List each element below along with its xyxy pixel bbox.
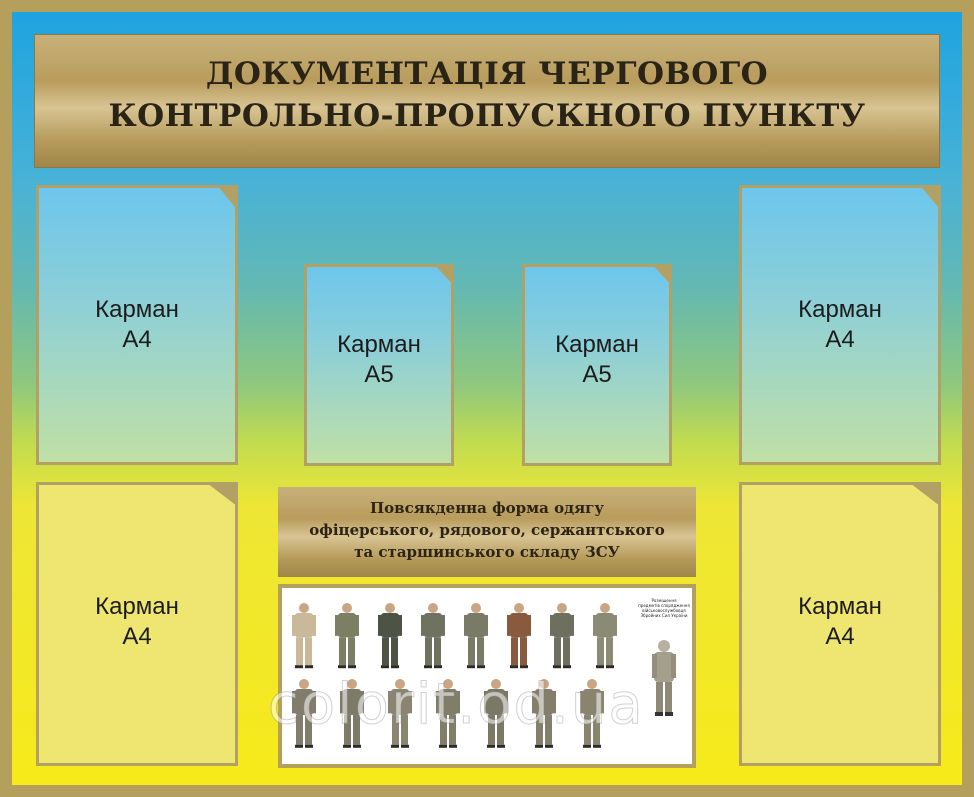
pocket-label: Карман — [555, 331, 639, 358]
pocket-label: Карман — [95, 593, 179, 620]
uniform-heading-line-2: офіцерського, рядового, сержантського — [309, 521, 665, 539]
svg-text:Розміщення: Розміщення — [652, 598, 678, 603]
svg-text:Збройних Сил України: Збройних Сил України — [641, 613, 688, 618]
svg-text:військовослужбовця: військовослужбовця — [642, 608, 686, 613]
title-plate: ДОКУМЕНТАЦІЯ ЧЕРГОВОГО КОНТРОЛЬНО-ПРОПУС… — [34, 34, 940, 168]
uniform-poster: Розміщення предметів спорядження військо… — [278, 584, 696, 768]
pocket-size: А4 — [825, 623, 855, 650]
pocket-size: А5 — [364, 361, 394, 388]
armor-figure — [652, 640, 676, 716]
svg-text:предметів спорядження: предметів спорядження — [638, 603, 690, 608]
uniform-figure — [436, 679, 460, 748]
uniform-heading-line-1: Повсякденна форма одягу — [370, 499, 604, 517]
pocket-size: А4 — [122, 623, 152, 650]
pocket-label: Карман — [798, 296, 882, 323]
uniform-figure — [507, 603, 531, 669]
pocket-label: Карман — [95, 296, 179, 323]
uniform-poster-image: Розміщення предметів спорядження військо… — [282, 588, 692, 764]
uniform-figure — [292, 603, 316, 669]
pocket-size: А4 — [825, 326, 855, 353]
pocket-a4-bottom-left[interactable]: Карман А4 — [36, 482, 238, 766]
uniform-figure — [593, 603, 617, 669]
pocket-a4-top-left[interactable]: Карман А4 — [36, 185, 238, 465]
uniform-figures-illustration: Розміщення предметів спорядження військо… — [292, 598, 690, 748]
pocket-a4-top-right[interactable]: Карман А4 — [739, 185, 941, 465]
title-line-1: ДОКУМЕНТАЦІЯ ЧЕРГОВОГО — [205, 56, 769, 92]
uniform-figure — [580, 679, 604, 748]
uniform-figure — [550, 603, 574, 669]
uniform-heading-line-3: та старшинського складу ЗСУ — [354, 543, 620, 561]
pocket-a5-right[interactable]: Карман А5 — [522, 264, 672, 466]
uniform-heading-plate: Повсякденна форма одягу офіцерського, ря… — [278, 487, 696, 577]
uniform-figure — [378, 603, 402, 669]
pocket-label: Карман — [798, 593, 882, 620]
pocket-a4-bottom-right[interactable]: Карман А4 — [739, 482, 941, 766]
uniform-figure — [421, 603, 445, 669]
uniform-figure — [484, 679, 508, 748]
pocket-size: А5 — [582, 361, 612, 388]
uniform-figure — [335, 603, 359, 669]
title-line-2: КОНТРОЛЬНО-ПРОПУСКНОГО ПУНКТУ — [108, 98, 866, 134]
uniform-figure — [340, 679, 364, 748]
uniform-figure — [464, 603, 488, 669]
pocket-a5-left[interactable]: Карман А5 — [304, 264, 454, 466]
uniform-figure — [292, 679, 316, 748]
uniform-figure — [532, 679, 556, 748]
pocket-label: Карман — [337, 331, 421, 358]
pocket-size: А4 — [122, 326, 152, 353]
uniform-figure — [388, 679, 412, 748]
